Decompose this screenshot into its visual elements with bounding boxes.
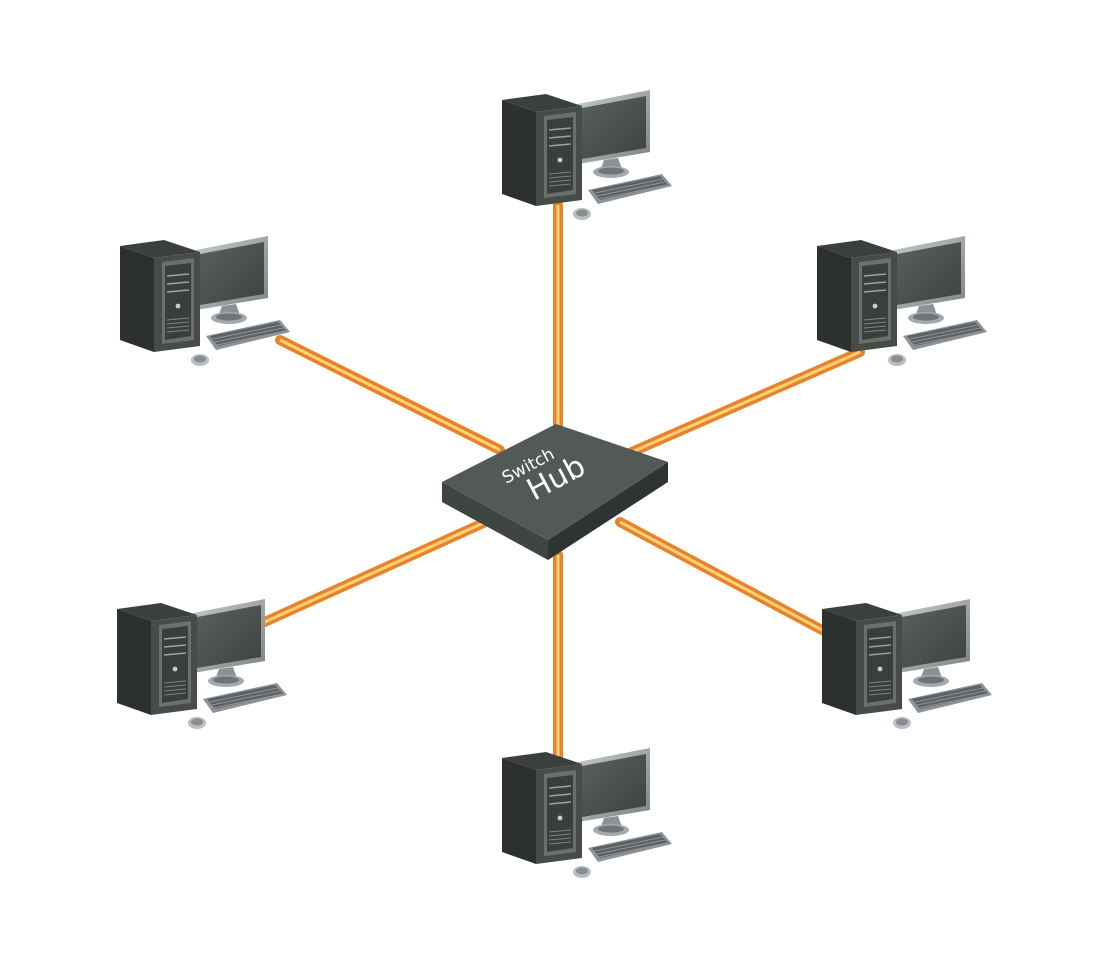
computer-upper-right xyxy=(816,235,988,367)
computer-lower-left xyxy=(116,598,288,730)
computer-lower-right xyxy=(821,598,993,730)
network-cables xyxy=(253,200,865,775)
computer-top xyxy=(501,89,673,221)
computer-bottom xyxy=(501,747,673,879)
switch-hub: Switch Hub xyxy=(442,424,668,560)
computer-upper-left xyxy=(119,235,291,367)
hub-left-face xyxy=(442,482,548,560)
hub-top-face xyxy=(442,424,668,540)
hub-right-face xyxy=(548,462,668,560)
